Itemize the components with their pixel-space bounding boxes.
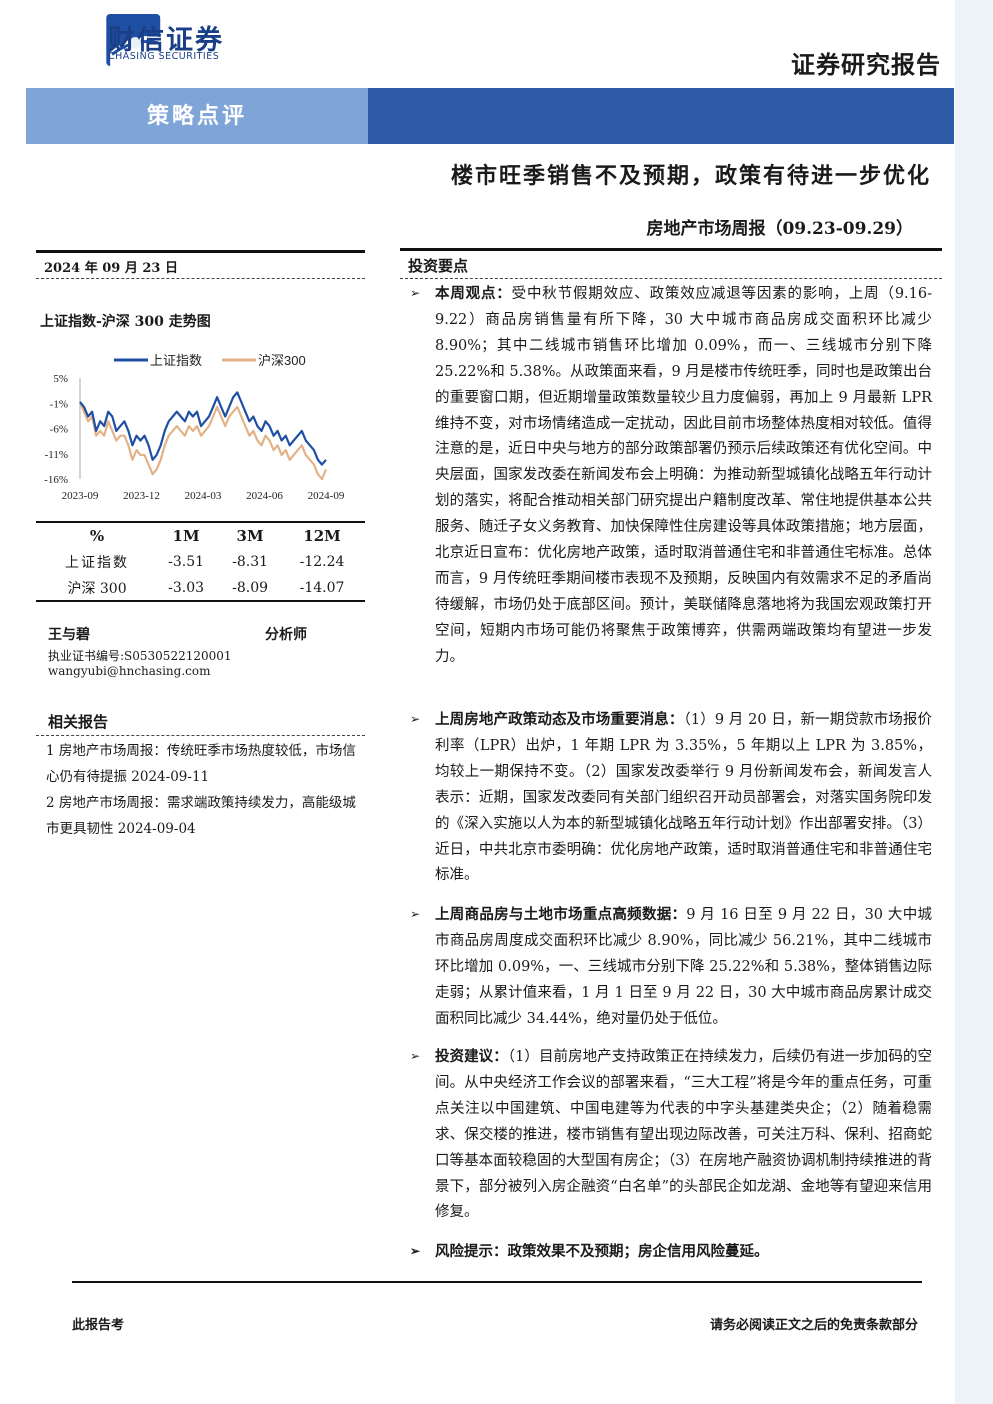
related-dash-divider (36, 735, 365, 736)
footer-left-text: 此报告考 (72, 1318, 125, 1333)
arrow-bullet-icon: ➢ (410, 712, 421, 726)
table-cell: -8.09 (232, 580, 269, 596)
header-banner-bar (368, 88, 954, 144)
table-header-row: % 1M 3M 12M (40, 523, 362, 549)
related-reports-title: 相关报告 (48, 713, 109, 731)
table-header-cell: 1M (172, 527, 200, 545)
related-report-item[interactable]: 1 房地产市场周报：传统旺季市场热度较低，市场信心仍有待提振 2024-09-1… (46, 743, 356, 785)
y-tick-label: 5% (53, 373, 68, 385)
table-cell: -12.24 (299, 554, 345, 570)
arrow-bullet-icon: ➢ (410, 286, 421, 300)
bullet-market-data: ➢ 上周商品房与土地市场重点高频数据：9 月 16 日至 9 月 22 日，30… (410, 902, 932, 1033)
right-top-rule (400, 248, 942, 251)
table-cell: -8.31 (232, 554, 269, 570)
footer-rule (72, 1281, 922, 1283)
bullet-body: 受中秋节假期效应、政策效应减退等因素的影响，上周（9.16-9.22）商品房销售… (435, 286, 933, 665)
series-line (79, 391, 327, 466)
category-label: 策略点评 (146, 103, 247, 129)
x-tick-label: 2024-06 (246, 490, 283, 502)
arrow-bullet-icon: ➢ (410, 1049, 421, 1063)
table-header-cell: 3M (236, 527, 264, 545)
bullet-head: 上周房地产政策动态及市场重要消息： (435, 711, 684, 728)
y-tick-label: -6% (50, 424, 68, 436)
report-type: 证券研究报告 (791, 50, 941, 79)
bullet-risk: ➢ 风险提示：政策效果不及预期；房企信用风险蔓延。 (410, 1239, 932, 1265)
x-tick-label: 2024-03 (185, 490, 222, 502)
bullet-investment-advice: ➢ 投资建议：（1）目前房地产支持政策正在持续发力，后续仍有进一步加码的空间。从… (410, 1044, 932, 1226)
left-dash-divider (36, 278, 365, 279)
bullet-head: 风险提示： (435, 1243, 508, 1260)
table-header-cell: 12M (303, 527, 341, 545)
footer-disclaimer-note: 请务必阅读正文之后的免责条款部分 (709, 1318, 918, 1333)
analyst-role: 分析师 (265, 627, 307, 643)
bullet-head: 上周商品房与土地市场重点高频数据： (435, 906, 687, 923)
table-bottom-rule (36, 600, 365, 602)
report-title: 楼市旺季销售不及预期，政策有待进一步优化 (450, 163, 931, 189)
y-tick-label: -1% (50, 398, 68, 410)
logo-text-cn: 财信证券 (108, 25, 224, 56)
chart-title: 上证指数-沪深 300 走势图 (40, 314, 211, 330)
table-cell: -14.07 (299, 580, 345, 596)
company-logo-icon (106, 14, 161, 66)
bullet-body: 9 月 16 日至 9 月 22 日，30 大中城市商品房周度成交面积环比减少 … (435, 907, 932, 1027)
table-cell: -3.03 (168, 580, 205, 596)
x-tick-label: 2023-12 (123, 490, 160, 502)
table-row: 沪深 300 -3.03 -8.09 -14.07 (40, 575, 362, 601)
bullet-body: 政策效果不及预期；房企信用风险蔓延。 (507, 1243, 769, 1260)
bullet-head: 投资建议： (435, 1048, 508, 1065)
category-banner (26, 88, 368, 144)
logo-text-en: CHASING SECURITIES (108, 51, 220, 62)
legend-label: 上证指数 (150, 353, 202, 368)
left-top-rule (36, 250, 365, 253)
x-tick-label: 2023-09 (62, 490, 99, 502)
performance-table: % 1M 3M 12M 上证指数 -3.51 -8.31 -12.24 沪深 3… (40, 523, 362, 601)
bullet-weekly-view: ➢ 本周观点：受中秋节假期效应、政策效应减退等因素的影响，上周（9.16-9.2… (410, 281, 932, 671)
table-top-rule (36, 521, 365, 523)
y-tick-label: -11% (45, 449, 68, 461)
bullet-policy-news: ➢ 上周房地产政策动态及市场重要消息：（1）9 月 20 日，新一期贷款市场报价… (410, 707, 932, 889)
y-tick-label: -16% (44, 474, 68, 486)
report-date: 2024 年 09 月 23 日 (44, 261, 178, 276)
arrow-bullet-icon: ➢ (410, 1244, 421, 1258)
legend-label: 沪深300 (258, 353, 306, 368)
analyst-name: 王与碧 (48, 627, 90, 643)
bullet-body: （1）9 月 20 日，新一期贷款市场报价利率（LPR）出炉，1 年期 LPR … (435, 712, 933, 884)
bullet-head: 本周观点： (435, 285, 512, 302)
investment-points-title: 投资要点 (408, 257, 469, 275)
table-cell: 上证指数 (65, 555, 130, 571)
x-tick-label: 2024-09 (308, 490, 345, 502)
table-header-cell: % (89, 527, 105, 545)
analyst-cert-number: 执业证书编号:S0530522120001 (48, 649, 232, 663)
series-line (78, 401, 328, 481)
table-cell: -3.51 (168, 554, 205, 570)
arrow-bullet-icon: ➢ (410, 907, 421, 921)
bullet-body: （1）目前房地产支持政策正在持续发力，后续仍有进一步加码的空间。从中央经济工作会… (435, 1049, 932, 1221)
table-cell: 沪深 300 (67, 581, 127, 597)
report-subtitle: 房地产市场周报（09.23-09.29） (646, 219, 913, 239)
table-row: 上证指数 -3.51 -8.31 -12.24 (40, 549, 362, 575)
page-side-strip (955, 0, 993, 1404)
related-report-item[interactable]: 2 房地产市场周报：需求端政策持续发力，高能级城市更具韧性 2024-09-04 (46, 795, 356, 837)
right-dash-divider (400, 278, 942, 279)
analyst-email[interactable]: wangyubi@hnchasing.com (48, 664, 211, 678)
index-trend-chart: 上证指数 沪深300 5% -1% -6% -11% -16% 2023-09 2023-12 2… (44, 353, 345, 502)
